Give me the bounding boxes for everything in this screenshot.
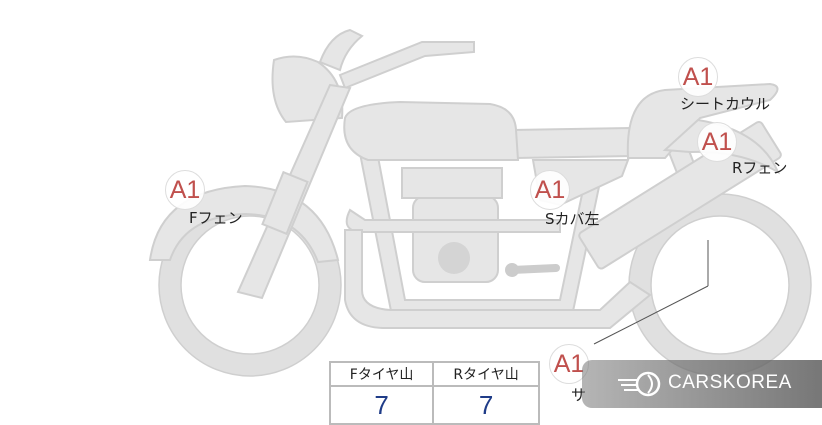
muffler-part — [578, 120, 782, 270]
pointer-line-2 — [593, 285, 709, 345]
part-grade-badge: A1 — [697, 122, 737, 162]
part-label: シートカウル — [680, 95, 771, 113]
mirror-part — [318, 28, 364, 72]
watermark: CARSKOREA — [582, 360, 822, 408]
seat-cowl-part — [626, 82, 779, 159]
part-grade-badge: A1 — [549, 344, 589, 384]
part-label: Sカバ左 — [545, 210, 600, 228]
part-grade-badge: A1 — [530, 170, 570, 210]
fuel-tank-part — [343, 100, 520, 161]
tire-tread-table: Fタイヤ山 Rタイヤ山 7 7 — [328, 361, 540, 425]
footrest-knob — [505, 263, 519, 277]
seat-part — [510, 126, 634, 160]
part-label: Rフェン — [732, 159, 788, 177]
front-tire-header: Fタイヤ山 — [328, 361, 435, 387]
fork-boot-part — [261, 170, 309, 236]
rear-tire-header: Rタイヤ山 — [432, 361, 540, 387]
handlebar-part — [338, 41, 475, 90]
exhaust-pipe-part — [344, 229, 652, 329]
carskorea-logo-icon — [618, 371, 661, 397]
front-tire-value: 7 — [328, 385, 435, 425]
part-grade-badge: A1 — [678, 57, 718, 97]
footrest-part — [508, 264, 560, 274]
engine-cover-part — [438, 242, 470, 274]
watermark-text: CARSKOREA — [668, 372, 792, 393]
part-label: Fフェン — [189, 209, 243, 227]
part-grade-badge: A1 — [165, 170, 205, 210]
rear-tire-value: 7 — [432, 385, 540, 425]
air-cleaner-part — [401, 167, 503, 199]
